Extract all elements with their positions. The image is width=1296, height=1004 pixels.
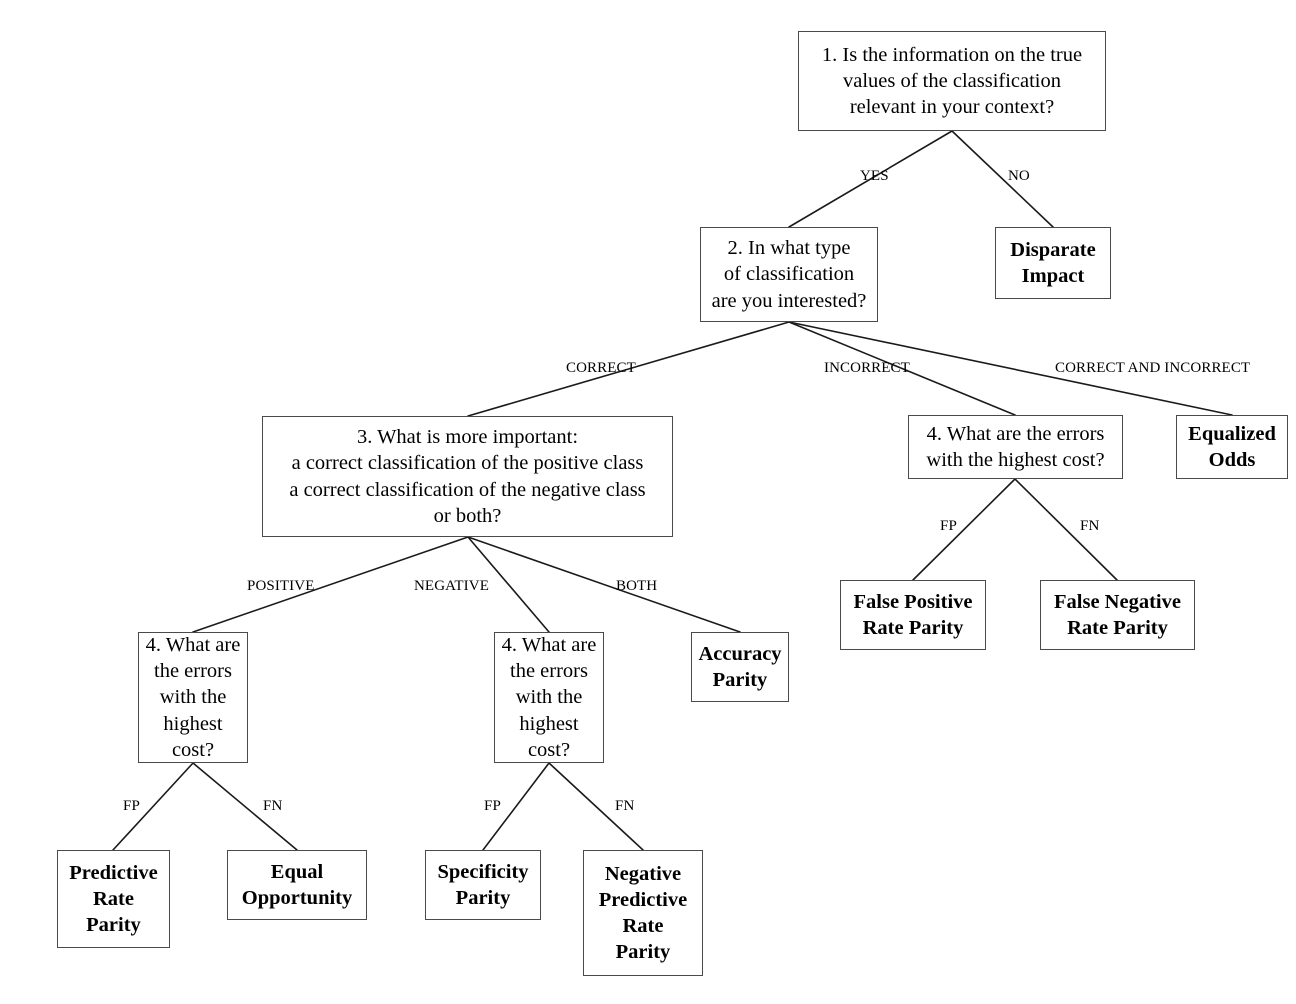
node-negative_predictive_rate_parity[interactable]: Negative Predictive Rate Parity xyxy=(583,850,703,976)
node-label-q1: 1. Is the information on the true values… xyxy=(821,43,1083,119)
node-label-disparate_impact: Disparate Impact xyxy=(1010,238,1096,287)
edge-label-e2: NO xyxy=(1008,168,1030,184)
edge-label-e5: CORRECT AND INCORRECT xyxy=(1055,360,1251,376)
edge-q4_negative-to-negative_predictive_rate_parity xyxy=(548,762,644,851)
edge-label-e8: BOTH xyxy=(616,578,658,594)
node-accuracy_parity[interactable]: Accuracy Parity xyxy=(691,632,789,702)
node-label-q4_positive: 4. What are the errors with the highest … xyxy=(145,633,241,761)
edge-label-e13: FP xyxy=(484,798,501,814)
node-label-false_negative_rate_parity: False Negative Rate Parity xyxy=(1054,590,1181,639)
node-label-q4_incorrect: 4. What are the errors with the highest … xyxy=(926,422,1105,471)
edge-q3-to-q4_negative xyxy=(467,536,550,633)
edge-label-e9: FP xyxy=(940,518,957,534)
node-label-q2: 2. In what type of classification are yo… xyxy=(711,237,867,312)
node-label-specificity_parity: Specificity Parity xyxy=(437,860,529,909)
node-false_positive_rate_parity[interactable]: False Positive Rate Parity xyxy=(840,580,986,650)
edge-q4_negative-to-specificity_parity xyxy=(482,762,550,851)
node-false_negative_rate_parity[interactable]: False Negative Rate Parity xyxy=(1040,580,1195,650)
edge-q1-to-disparate_impact xyxy=(951,130,1054,228)
edge-q2-to-q3 xyxy=(467,321,790,417)
edge-q3-to-q4_positive xyxy=(192,536,469,633)
edge-q2-to-equalized_odds xyxy=(788,321,1233,416)
node-q1[interactable]: 1. Is the information on the true values… xyxy=(798,31,1106,131)
node-label-equal_opportunity: Equal Opportunity xyxy=(241,860,353,909)
edge-q4_incorrect-to-false_positive_rate_parity xyxy=(912,478,1016,581)
edge-label-e3: CORRECT xyxy=(566,360,636,376)
edge-q2-to-q4_incorrect xyxy=(788,321,1016,416)
node-label-equalized_odds: Equalized Odds xyxy=(1188,422,1276,471)
node-label-q4_negative: 4. What are the errors with the highest … xyxy=(501,633,597,761)
edge-label-e14: FN xyxy=(615,798,635,814)
node-equal_opportunity[interactable]: Equal Opportunity xyxy=(227,850,367,920)
edge-label-e10: FN xyxy=(1080,518,1100,534)
node-label-q3: 3. What is more important: a correct cla… xyxy=(289,426,646,527)
node-label-negative_predictive_rate_parity: Negative Predictive Rate Parity xyxy=(598,862,688,964)
node-q4_positive[interactable]: 4. What are the errors with the highest … xyxy=(138,632,248,763)
edge-label-e4: INCORRECT xyxy=(824,360,910,376)
edge-q3-to-accuracy_parity xyxy=(467,536,741,633)
edge-q4_positive-to-equal_opportunity xyxy=(192,762,298,851)
node-q4_negative[interactable]: 4. What are the errors with the highest … xyxy=(494,632,604,763)
edge-q4_incorrect-to-false_negative_rate_parity xyxy=(1014,478,1118,581)
edge-label-e1: YES xyxy=(860,168,889,184)
node-q3[interactable]: 3. What is more important: a correct cla… xyxy=(262,416,673,537)
node-q2[interactable]: 2. In what type of classification are yo… xyxy=(700,227,878,322)
edge-label-e12: FN xyxy=(263,798,283,814)
node-q4_incorrect[interactable]: 4. What are the errors with the highest … xyxy=(908,415,1123,479)
edge-q1-to-q2 xyxy=(788,130,953,228)
edge-label-e6: POSITIVE xyxy=(247,578,315,594)
edge-label-e7: NEGATIVE xyxy=(414,578,489,594)
edge-q4_positive-to-predictive_rate_parity xyxy=(112,762,194,851)
node-predictive_rate_parity[interactable]: Predictive Rate Parity xyxy=(57,850,170,948)
node-equalized_odds[interactable]: Equalized Odds xyxy=(1176,415,1288,479)
node-specificity_parity[interactable]: Specificity Parity xyxy=(425,850,541,920)
edge-label-e11: FP xyxy=(123,798,140,814)
node-label-false_positive_rate_parity: False Positive Rate Parity xyxy=(853,590,973,639)
node-disparate_impact[interactable]: Disparate Impact xyxy=(995,227,1111,299)
node-label-predictive_rate_parity: Predictive Rate Parity xyxy=(69,861,158,937)
node-label-accuracy_parity: Accuracy Parity xyxy=(698,642,782,691)
